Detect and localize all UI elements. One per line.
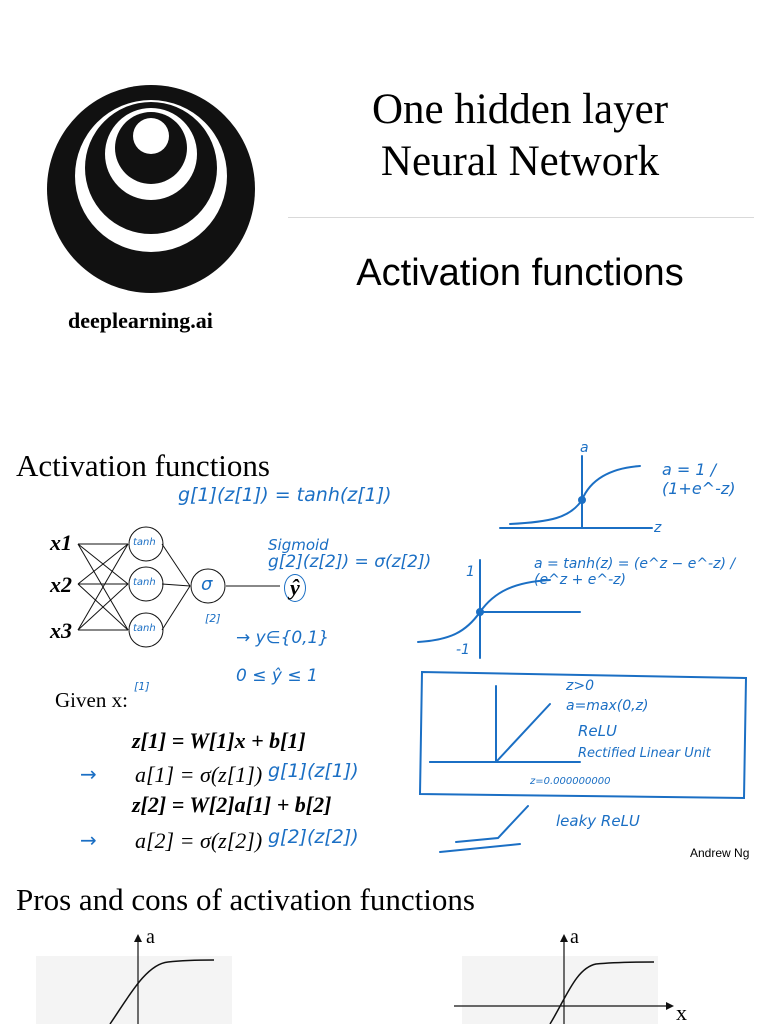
input-x2: x2: [50, 572, 72, 597]
annotation-sigmoid: Sigmoid: [268, 536, 329, 554]
pros-cons-slide: Pros and cons of activation functions a …: [0, 872, 768, 1025]
tanh-plot-right: [454, 934, 674, 1024]
deeplearning-logo: [47, 85, 255, 293]
annotation-axis-z: z: [654, 520, 662, 536]
slide-subtitle: Activation functions: [356, 252, 684, 294]
annotation-relu: ReLU: [578, 722, 617, 740]
annotation-sigmoid-formula: a = 1 / (1+e^-z): [662, 460, 736, 498]
annotation-g2: g[2](z[2]): [268, 826, 359, 848]
annotation-minus-one: -1: [456, 642, 470, 658]
sigmoid-plot-left: [36, 934, 232, 1024]
annotation-g1: g[1](z[1]): [268, 760, 359, 782]
credit: Andrew Ng: [690, 846, 750, 860]
annotation-y-set: → y∈{0,1}: [236, 628, 330, 648]
equation-a2: a[2] = σ(z[2]): [135, 828, 263, 853]
layer-label-1: [1]: [134, 680, 150, 693]
axis-a-left: a: [146, 926, 155, 948]
annotation-relu-condition: z>0: [566, 678, 594, 694]
slide2-title: Activation functions: [16, 448, 270, 483]
annotation-one: 1: [466, 564, 475, 580]
arrow-1: →: [80, 762, 97, 786]
equation-z1: z[1] = W[1]x + b[1]: [132, 728, 306, 753]
title-slide: deeplearning.ai One hidden layer Neural …: [0, 0, 768, 420]
annotation-output-g: g[2](z[2]) = σ(z[2]): [268, 552, 432, 572]
arrow-2: →: [80, 828, 97, 852]
output-y-hat: ŷ: [284, 574, 306, 602]
logo-text: deeplearning.ai: [68, 308, 213, 333]
hidden-node-3-label: tanh: [133, 623, 156, 634]
annotation-axis-a: a: [580, 440, 589, 456]
equation-z2: z[2] = W[2]a[1] + b[2]: [132, 792, 332, 817]
activation-sketches: [417, 455, 748, 853]
given-x: Given x:: [55, 688, 128, 712]
axis-x-right: x: [676, 1000, 687, 1025]
slide-title: One hidden layer Neural Network: [290, 84, 750, 188]
title-line-1: One hidden layer: [371, 86, 669, 133]
annotation-tanh-formula: a = tanh(z) = (e^z − e^-z) / (e^z + e^-z…: [534, 556, 736, 588]
slide3-title: Pros and cons of activation functions: [16, 882, 475, 917]
layer-label-2: [2]: [205, 612, 221, 625]
annotation-leaky: leaky ReLU: [556, 812, 640, 830]
network-diagram: [77, 526, 280, 648]
annotation-z-zero: z=0.000000000: [530, 776, 611, 787]
equation-a1: a[1] = σ(z[1]): [135, 762, 263, 787]
annotation-relu-long: Rectified Linear Unit: [578, 746, 711, 761]
output-node-label: σ: [201, 574, 213, 595]
annotation-hidden-g: g[1](z[1]) = tanh(z[1]): [178, 484, 392, 506]
annotation-relu-formula: a=max(0,z): [566, 698, 649, 714]
hidden-node-2-label: tanh: [133, 577, 156, 588]
hidden-node-1-label: tanh: [133, 537, 156, 548]
annotation-y-range: 0 ≤ ŷ ≤ 1: [236, 666, 318, 686]
title-divider: [288, 217, 754, 218]
input-x1: x1: [50, 530, 72, 555]
title-line-2: Neural Network: [380, 138, 660, 185]
activation-functions-slide: Activation functions x1 x2 x3 tanh tanh …: [0, 432, 768, 872]
input-x3: x3: [50, 618, 72, 643]
axis-a-right: a: [570, 926, 579, 948]
